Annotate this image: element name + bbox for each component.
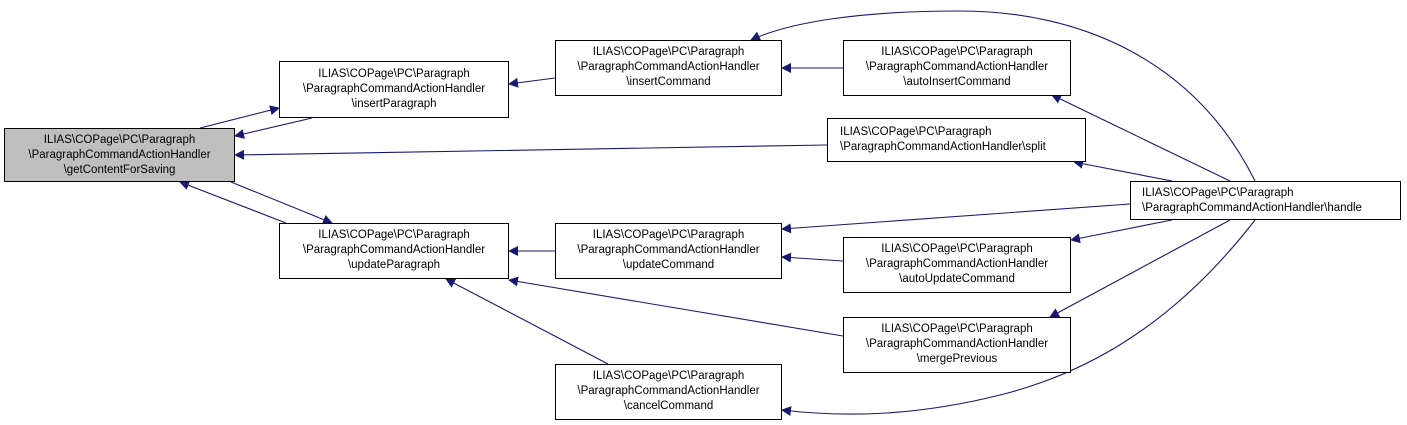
node-autoupdatecommand-line-3: \autoUpdateCommand [899,273,1015,285]
edge-mergeprevious-to-updateparagraph [508,276,844,337]
node-mergeprevious[interactable]: ILIAS\COPage\PC\Paragraph \ParagraphComm… [843,317,1071,373]
node-updateparagraph-line-2: \ParagraphCommandActionHandler [302,244,486,256]
node-insertparagraph-line-1: ILIAS\COPage\PC\Paragraph [318,68,470,80]
node-mergeprevious-line-1: ILIAS\COPage\PC\Paragraph [881,323,1033,335]
node-insertcommand-line-3: \insertCommand [626,76,711,88]
edge-handle-to-split [1073,158,1173,182]
edge-autoupdatecommand-to-updatecommand [781,252,844,263]
edge-handle-to-insertcommand [750,10,1256,182]
edge-insertcommand-to-insertparagraph [508,77,556,88]
node-split-line-2: \ParagraphCommandActionHandler\split [840,141,1046,153]
edge-handle-to-autoinsertcommand [1051,94,1231,182]
node-autoinsertcommand[interactable]: ILIAS\COPage\PC\Paragraph \ParagraphComm… [843,40,1071,96]
edge-cancelcommand-to-updateparagraph [445,278,609,365]
node-insertparagraph-line-3: \insertParagraph [351,98,437,110]
node-updateparagraph[interactable]: ILIAS\COPage\PC\Paragraph \ParagraphComm… [279,223,509,279]
node-cancelcommand-line-3: \cancelCommand [623,400,714,412]
node-insertparagraph[interactable]: ILIAS\COPage\PC\Paragraph \ParagraphComm… [279,61,509,118]
edge-insertparagraph-to-getcontentforsaving [234,117,313,139]
edge-handle-to-autoupdatecommand [1070,219,1173,244]
node-insertcommand-line-2: \ParagraphCommandActionHandler [577,61,760,73]
node-autoinsertcommand-line-2: \ParagraphCommandActionHandler [865,61,1049,73]
edge-handle-to-cancelcommand [781,219,1256,417]
node-insertcommand-line-1: ILIAS\COPage\PC\Paragraph [592,46,745,58]
node-updatecommand-line-2: \ParagraphCommandActionHandler [577,244,760,256]
edge-updateparagraph-to-getcontentforsaving [179,180,287,224]
node-mergeprevious-line-3: \mergePrevious [916,353,998,365]
node-cancelcommand[interactable]: ILIAS\COPage\PC\Paragraph \ParagraphComm… [555,364,782,420]
node-updatecommand-line-1: ILIAS\COPage\PC\Paragraph [592,229,745,241]
node-updateparagraph-line-3: \updateParagraph [347,259,441,271]
node-insertcommand[interactable]: ILIAS\COPage\PC\Paragraph \ParagraphComm… [555,40,782,96]
node-mergeprevious-line-2: \ParagraphCommandActionHandler [865,338,1049,350]
node-insertparagraph-line-2: \ParagraphCommandActionHandler [302,83,486,95]
node-handle-line-1: ILIAS\COPage\PC\Paragraph [1142,187,1294,199]
node-split[interactable]: ILIAS\COPage\PC\Paragraph \ParagraphComm… [827,118,1086,162]
node-getcontentforsaving[interactable]: ILIAS\COPage\PC\Paragraph \ParagraphComm… [4,128,235,182]
edge-getcontentforsaving-to-updateparagraph [230,181,333,225]
node-autoupdatecommand-line-1: ILIAS\COPage\PC\Paragraph [881,243,1033,255]
node-getcontentforsaving-line-3: \getContentForSaving [63,164,176,176]
node-cancelcommand-line-1: ILIAS\COPage\PC\Paragraph [592,370,745,382]
edge-handle-to-mergeprevious [1049,219,1231,318]
node-updateparagraph-line-1: ILIAS\COPage\PC\Paragraph [318,229,470,241]
node-autoupdatecommand-line-2: \ParagraphCommandActionHandler [865,258,1049,270]
node-getcontentforsaving-line-1: ILIAS\COPage\PC\Paragraph [43,134,196,146]
node-handle[interactable]: ILIAS\COPage\PC\Paragraph \ParagraphComm… [1130,181,1401,220]
edge-split-to-getcontentforsaving [234,144,828,160]
node-autoinsertcommand-line-3: \autoInsertCommand [903,76,1011,88]
node-autoupdatecommand[interactable]: ILIAS\COPage\PC\Paragraph \ParagraphComm… [843,237,1071,293]
node-updatecommand-line-3: \updateCommand [622,259,715,271]
node-updatecommand[interactable]: ILIAS\COPage\PC\Paragraph \ParagraphComm… [555,223,782,279]
node-getcontentforsaving-line-2: \ParagraphCommandActionHandler [28,149,211,161]
node-handle-line-2: \ParagraphCommandActionHandler\handle [1142,202,1362,214]
node-split-line-1: ILIAS\COPage\PC\Paragraph [840,126,992,138]
edge-getcontentforsaving-to-insertparagraph [199,105,280,129]
edge-handle-to-updatecommand [781,203,1131,234]
node-autoinsertcommand-line-1: ILIAS\COPage\PC\Paragraph [881,46,1033,58]
node-cancelcommand-line-2: \ParagraphCommandActionHandler [577,385,760,397]
